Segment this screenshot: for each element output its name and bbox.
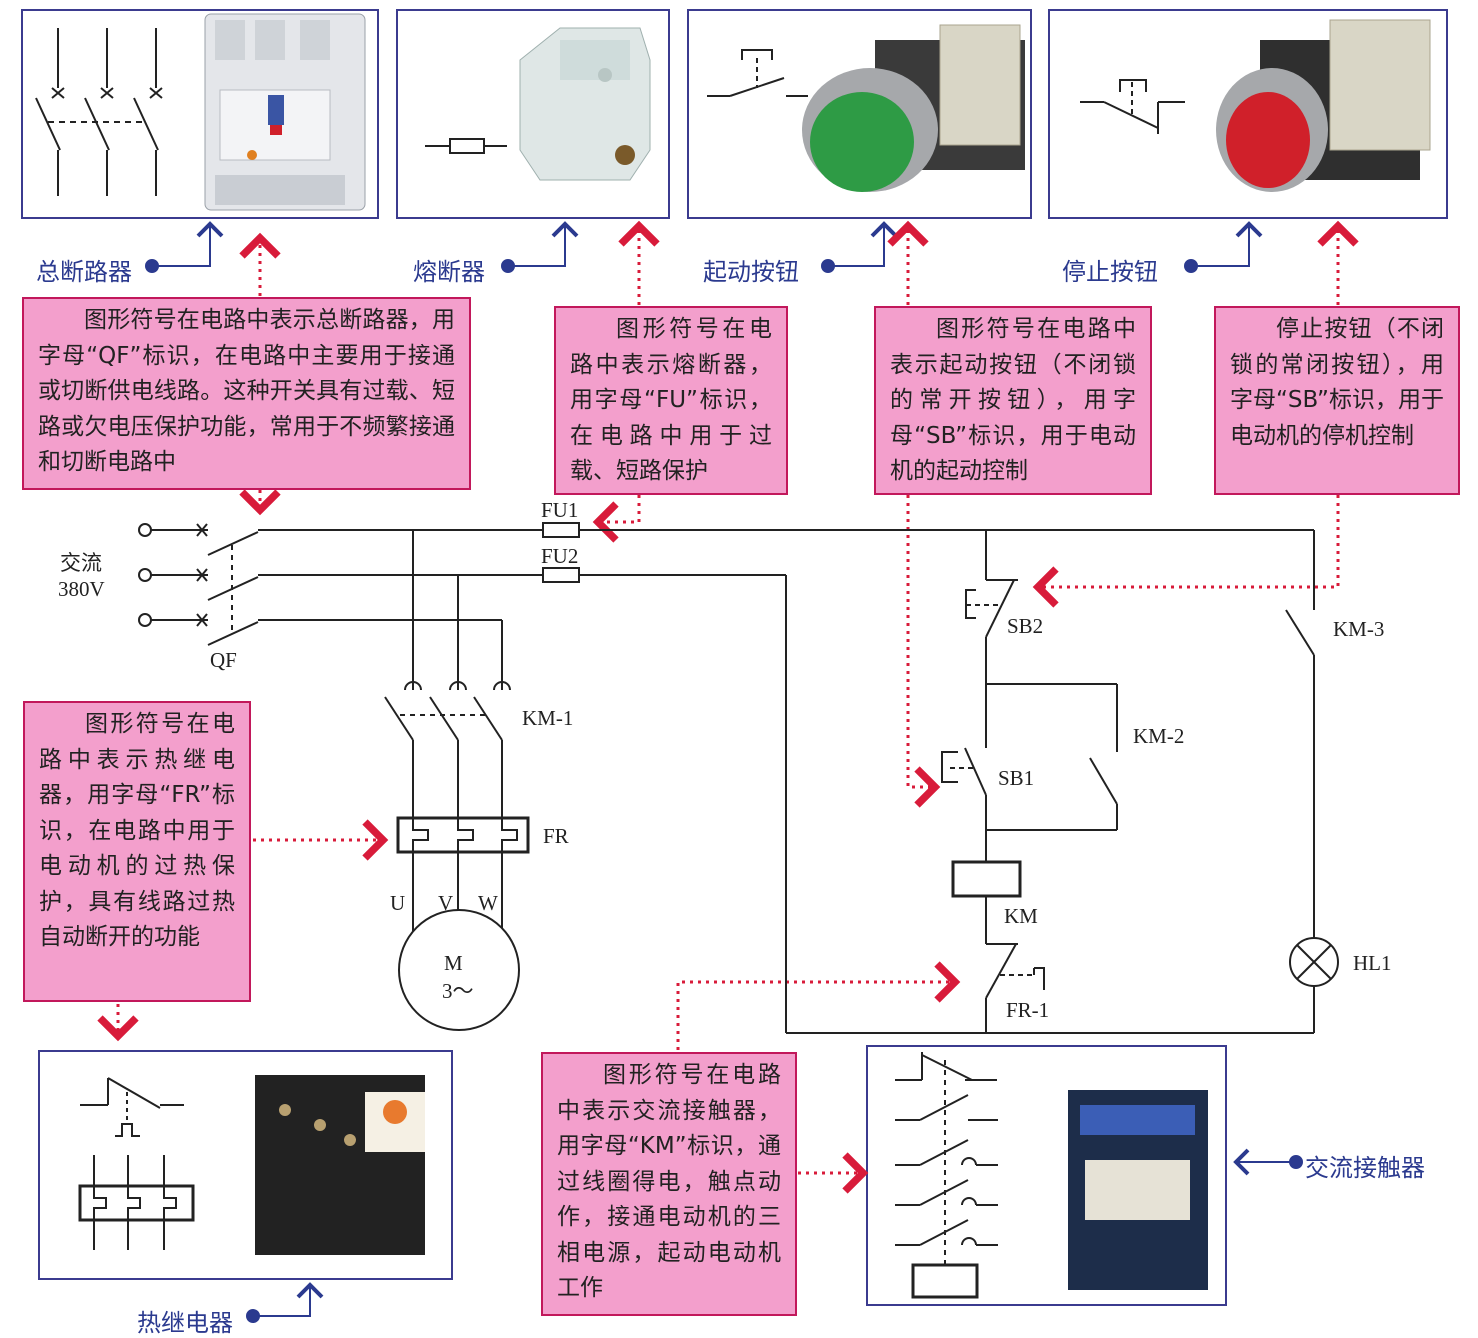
fr-note: 图形符号在电路中表示热继电器，用字母“FR”标识，在电路中用于电动机的过热保护，… bbox=[23, 701, 251, 1002]
u-label: U bbox=[390, 891, 405, 915]
km1-label: KM-1 bbox=[522, 706, 573, 730]
fu2-label: FU2 bbox=[541, 544, 578, 568]
contactor-caption: 交流接触器 bbox=[1305, 1154, 1425, 1182]
motor-label: M bbox=[444, 951, 463, 975]
thermal-relay-caption: 热继电器 bbox=[137, 1309, 233, 1337]
fu1-label: FU1 bbox=[541, 498, 578, 522]
fuse-photo bbox=[519, 27, 651, 181]
hl1-label: HL1 bbox=[1353, 951, 1392, 975]
sb2-label: SB2 bbox=[1007, 614, 1043, 638]
motor-phase-label: 3～ bbox=[442, 979, 474, 1003]
km-label: KM bbox=[1004, 904, 1038, 928]
circuit-wiring bbox=[138, 522, 1339, 1034]
thermal-relay-photo bbox=[255, 1075, 425, 1255]
w-label: W bbox=[478, 891, 498, 915]
stop-button-photo bbox=[1216, 19, 1431, 192]
breaker-photo bbox=[204, 13, 366, 211]
breaker-caption: 总断路器 bbox=[36, 258, 132, 286]
thermal-relay-symbol bbox=[78, 1077, 195, 1250]
ac-label-line2: 380V bbox=[58, 577, 105, 601]
fu-note: 图形符号在电路中表示熔断器，用字母“FU”标识，在电路中用于过载、短路保护 bbox=[554, 306, 788, 495]
v-label: V bbox=[438, 891, 453, 915]
qf-label: QF bbox=[210, 648, 237, 672]
ac-label-line1: 交流 bbox=[60, 551, 102, 575]
breaker-symbol bbox=[35, 28, 163, 196]
contactor-symbol bbox=[895, 1052, 998, 1299]
qf-note: 图形符号在电路中表示总断路器，用字母“QF”标识，在电路中主要用于接通或切断供电… bbox=[22, 297, 471, 490]
fuse-caption: 熔断器 bbox=[413, 258, 485, 286]
km2-label: KM-2 bbox=[1133, 724, 1184, 748]
sb-start-note: 图形符号在电路中表示起动按钮（不闭锁的常开按钮），用字母“SB”标识，用于电动机… bbox=[874, 306, 1152, 495]
sb-stop-note: 停止按钮（不闭锁的常闭按钮），用字母“SB”标识，用于电动机的停机控制 bbox=[1214, 306, 1460, 495]
start-button-caption: 起动按钮 bbox=[703, 258, 799, 286]
km3-label: KM-3 bbox=[1333, 617, 1384, 641]
start-button-photo bbox=[802, 24, 1025, 192]
stop-button-symbol bbox=[1080, 79, 1185, 134]
sb1-label: SB1 bbox=[998, 766, 1034, 790]
fr1-label: FR-1 bbox=[1006, 998, 1049, 1022]
stop-button-caption: 停止按钮 bbox=[1062, 258, 1158, 286]
start-button-symbol bbox=[707, 49, 808, 97]
km-note: 图形符号在电路中表示交流接触器，用字母“KM”标识，通过线圈得电，触点动作，接通… bbox=[541, 1052, 797, 1316]
contactor-photo bbox=[1068, 1090, 1208, 1290]
fr-label: FR bbox=[543, 824, 569, 848]
fuse-symbol bbox=[425, 138, 507, 154]
